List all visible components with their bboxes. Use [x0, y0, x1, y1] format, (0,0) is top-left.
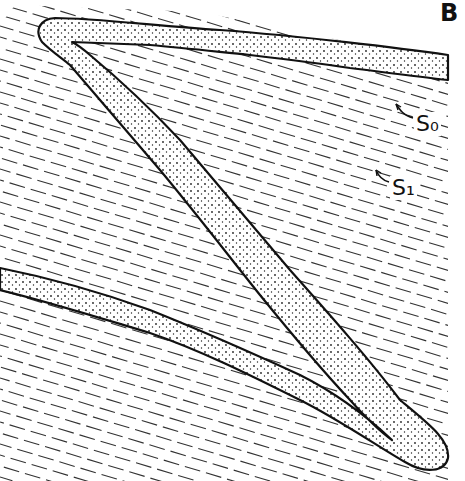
- leader-tick: [376, 170, 381, 176]
- cleavage-dash: [0, 70, 465, 210]
- cleavage-dash: [0, 455, 465, 481]
- figure-letter: B: [438, 0, 460, 26]
- leader-line: [376, 170, 389, 182]
- cleavage-dash: [0, 0, 465, 1]
- cleavage-dash: [0, 466, 465, 481]
- cleavage-dash: [0, 81, 465, 221]
- folded-layer: [0, 18, 448, 470]
- leader-tick: [396, 104, 401, 110]
- cleavage-dash: [0, 477, 465, 481]
- cleavage-label: S₁: [390, 176, 417, 200]
- cleavage-dash: [0, 257, 465, 397]
- bedding-label: S₀: [414, 112, 441, 136]
- leader-line: [396, 104, 413, 118]
- cleavage-dash: [0, 0, 465, 12]
